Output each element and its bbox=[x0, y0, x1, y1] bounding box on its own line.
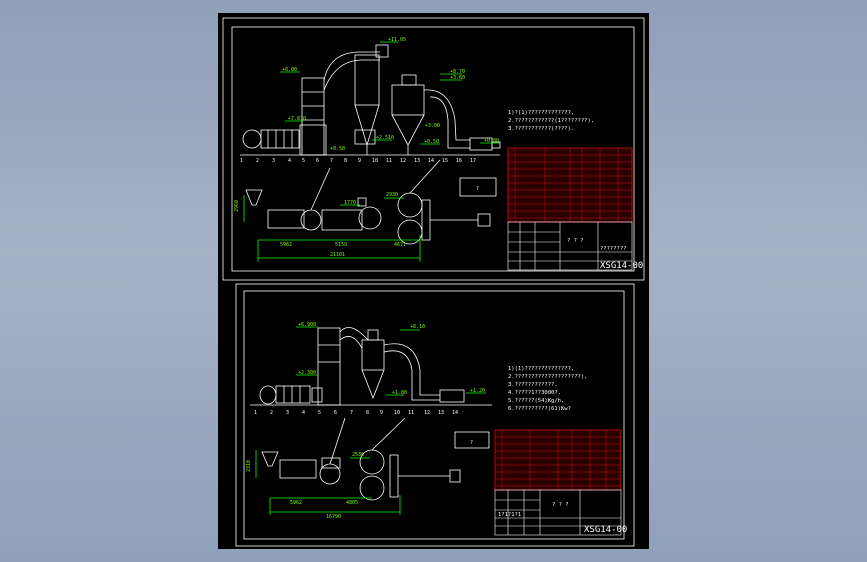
elev-2-0: +6.900 bbox=[298, 322, 316, 328]
pn-1-8: 9 bbox=[358, 158, 361, 164]
drawing-number-1: XSG14-00 bbox=[600, 261, 643, 271]
sheet-1-equipment bbox=[242, 44, 501, 156]
sheet-2 bbox=[235, 283, 635, 547]
pn-1-7: 8 bbox=[344, 158, 347, 164]
sheet-2-bom-table bbox=[494, 429, 622, 491]
note-2-2: 3.????????????, bbox=[508, 382, 558, 388]
title-label-1: ? ? ? bbox=[567, 238, 584, 244]
part-numbers-1: 1 2 3 4 5 6 7 8 9 10 11 12 13 14 15 16 1… bbox=[240, 158, 476, 164]
pn-1-11: 12 bbox=[400, 158, 406, 164]
sheet-1-bom-table bbox=[507, 147, 633, 223]
dim-2-0: 2310 bbox=[246, 460, 252, 472]
dim-2-1: 2530 bbox=[352, 452, 364, 458]
sheet-1 bbox=[222, 17, 645, 281]
dim-1-6: 21101 bbox=[330, 252, 345, 258]
title-sub-2: 1?1?1?1 bbox=[498, 512, 521, 518]
elev-1-1: +8.00 bbox=[282, 67, 297, 73]
pn-1-2: 3 bbox=[272, 158, 275, 164]
sheet-1-dimension-lines bbox=[243, 195, 421, 262]
part-numbers-2: 1 2 3 4 5 6 7 8 9 10 11 12 13 14 bbox=[254, 410, 458, 416]
elev-1-5: +3.00 bbox=[425, 123, 440, 129]
pn-1-9: 10 bbox=[372, 158, 378, 164]
pn-1-3: 4 bbox=[288, 158, 291, 164]
pn-1-13: 14 bbox=[428, 158, 434, 164]
note-2-5: 6.??????????(61)Kw? bbox=[508, 406, 571, 412]
pn-2-2: 3 bbox=[286, 410, 289, 416]
pn-1-0: 1 bbox=[240, 158, 243, 164]
sheet-1-text: +11.05 +8.00 +7.810 +8.70 +3.60 +3.00 +2… bbox=[234, 37, 643, 271]
pn-2-5: 6 bbox=[334, 410, 337, 416]
dim-1-1: 5962 bbox=[280, 242, 292, 248]
dim-1-2: 5159 bbox=[335, 242, 347, 248]
note-2-0: 1)(1)??????????????, bbox=[508, 366, 574, 372]
sheet-2-title-block bbox=[494, 489, 622, 536]
elev-1-3: +8.70 bbox=[450, 69, 465, 75]
sheet-2-equipment bbox=[259, 327, 465, 406]
elev-1-2: +7.810 bbox=[288, 116, 306, 122]
note-2-3: 4.?????1??3000?, bbox=[508, 390, 561, 396]
pn-1-10: 11 bbox=[386, 158, 392, 164]
pn-1-6: 7 bbox=[330, 158, 333, 164]
pn-1-4: 5 bbox=[302, 158, 305, 164]
title-label-2: ? ? ? bbox=[552, 502, 569, 508]
pn-2-7: 8 bbox=[366, 410, 369, 416]
dim-2-4: 16790 bbox=[326, 514, 341, 520]
dim-1-3: 1770 bbox=[344, 200, 356, 206]
sheet-1-title-block bbox=[507, 221, 633, 271]
pn-2-1: 2 bbox=[270, 410, 273, 416]
pn-2-3: 4 bbox=[302, 410, 305, 416]
dim-1-4: 2930 bbox=[386, 192, 398, 198]
sheet-2-elevation-marks bbox=[296, 326, 486, 396]
pn-1-12: 13 bbox=[414, 158, 420, 164]
elev-2-4: +1.20 bbox=[470, 388, 485, 394]
sheet-1-elevation-marks bbox=[280, 41, 500, 145]
pn-2-10: 11 bbox=[408, 410, 414, 416]
elev-1-8: +0.80 bbox=[484, 138, 499, 144]
sheet-2-text: +6.900 +8.10 +2.300 +1.80 +1.20 1 2 3 4 … bbox=[246, 322, 627, 535]
title-sub-1: ???????? bbox=[600, 246, 627, 252]
pn-1-14: 15 bbox=[442, 158, 448, 164]
pn-2-13: 14 bbox=[452, 410, 458, 416]
pn-1-15: 16 bbox=[456, 158, 462, 164]
pn-1-16: 17 bbox=[470, 158, 476, 164]
note-1-2: 3.???????????(????). bbox=[508, 126, 574, 132]
note-2-4: 5.??????(54)Kg/h, bbox=[508, 398, 564, 404]
pn-2-0: 1 bbox=[254, 410, 257, 416]
note-1-0: 1)?(1)?????????????, bbox=[508, 110, 574, 116]
elev-2-3: +1.80 bbox=[392, 390, 407, 396]
pn-2-11: 12 bbox=[424, 410, 430, 416]
dim-2-2: 5962 bbox=[290, 500, 302, 506]
pn-2-12: 13 bbox=[438, 410, 444, 416]
sheet-2-inner-border bbox=[243, 290, 625, 540]
sheet-2-dimension-lines bbox=[255, 450, 401, 515]
pn-2-8: 9 bbox=[380, 410, 383, 416]
pn-2-4: 5 bbox=[318, 410, 321, 416]
elev-2-1: +8.10 bbox=[410, 324, 425, 330]
dim-1-0: 2960 bbox=[234, 200, 240, 212]
drawing-number-2: XSG14-00 bbox=[584, 525, 627, 535]
pn-2-6: 7 bbox=[350, 410, 353, 416]
pn-1-5: 6 bbox=[316, 158, 319, 164]
elev-1-7: +0.50 bbox=[424, 139, 439, 145]
symbol-2: ? bbox=[470, 440, 473, 446]
sheet-1-outer-border bbox=[222, 17, 645, 281]
sheet-2-plan-view bbox=[261, 417, 490, 501]
dim-1-5: 4671 bbox=[394, 242, 406, 248]
elev-1-9: +0.50 bbox=[330, 146, 345, 152]
elev-1-6: +2.510 bbox=[376, 135, 394, 141]
elev-1-4: +3.60 bbox=[450, 75, 465, 81]
sheet-1-plan-view bbox=[245, 159, 497, 245]
pn-1-1: 2 bbox=[256, 158, 259, 164]
sheet-2-outer-border bbox=[235, 283, 635, 547]
elev-2-2: +2.300 bbox=[298, 370, 316, 376]
sheet-1-inner-border bbox=[231, 26, 635, 272]
note-2-1: 2.????????????????????), bbox=[508, 374, 587, 380]
dim-2-3: 4805 bbox=[346, 500, 358, 506]
symbol-1: ? bbox=[476, 186, 479, 192]
elev-1-0: +11.05 bbox=[388, 37, 406, 43]
pn-2-9: 10 bbox=[394, 410, 400, 416]
note-1-1: 2.????????????(1????????), bbox=[508, 118, 594, 124]
